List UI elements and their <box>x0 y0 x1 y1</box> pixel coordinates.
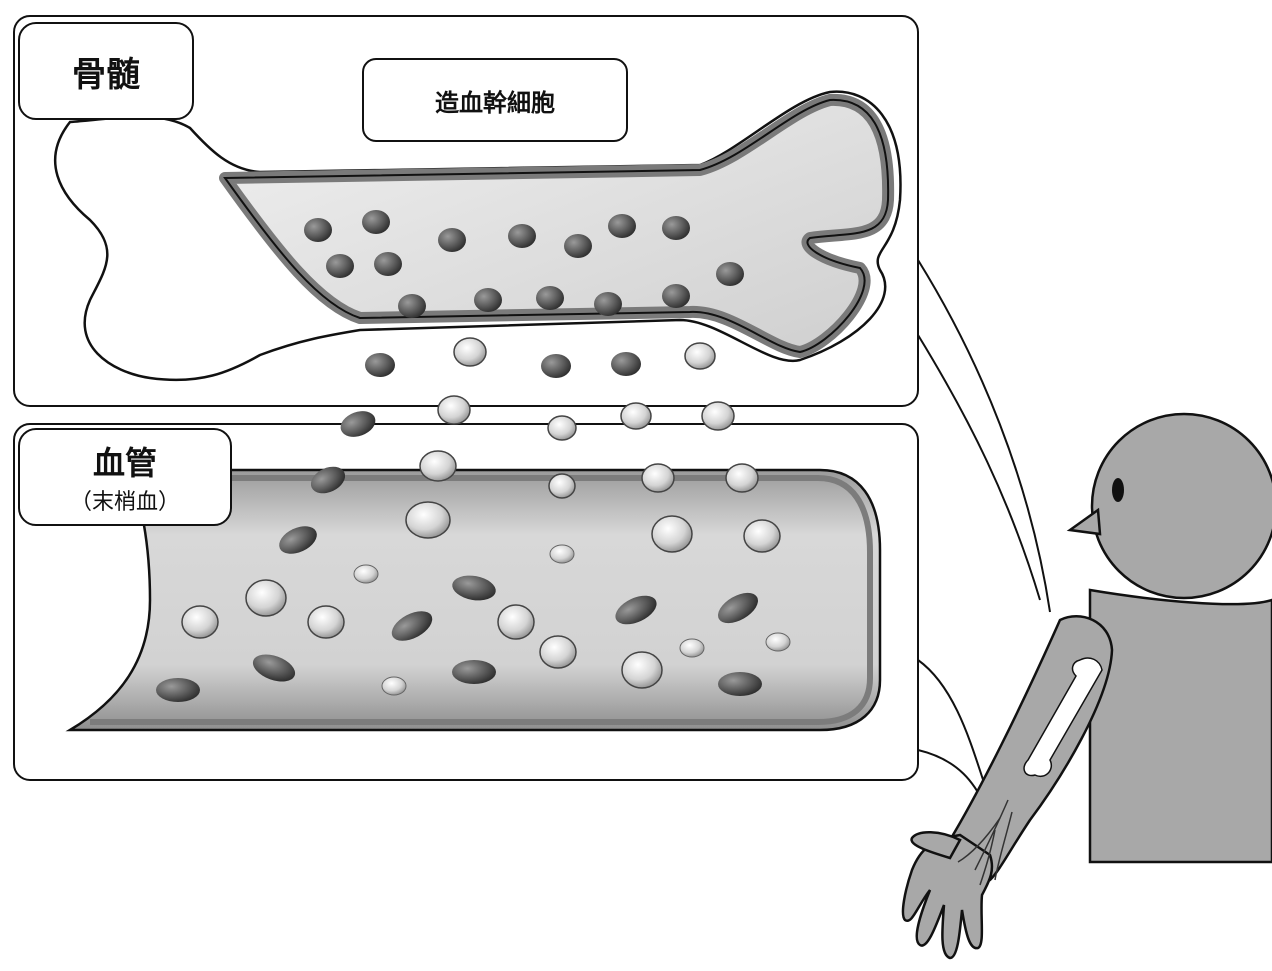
white-blood-cell <box>438 396 470 424</box>
person-eye <box>1112 478 1124 502</box>
red-blood-cell <box>156 678 200 702</box>
white-blood-cell <box>726 464 758 492</box>
white-blood-cell <box>685 343 715 369</box>
red-blood-cell <box>541 354 571 378</box>
callout-line-marrow <box>918 260 1050 612</box>
stem-cell <box>594 292 622 316</box>
white-blood-cell <box>622 652 662 688</box>
red-blood-cell <box>452 660 496 684</box>
stem-cell <box>304 218 332 242</box>
stem-cell <box>662 284 690 308</box>
platelet <box>550 545 574 563</box>
callout-line-vessel <box>918 660 990 800</box>
person-beak <box>1070 510 1100 534</box>
white-blood-cell <box>182 606 218 638</box>
platelet <box>766 633 790 651</box>
white-blood-cell <box>621 403 651 429</box>
red-blood-cell <box>365 353 395 377</box>
white-blood-cell <box>308 606 344 638</box>
stem-cell <box>508 224 536 248</box>
stem-cell <box>398 294 426 318</box>
label-vessel-text: 血管 <box>93 438 157 484</box>
white-blood-cell <box>420 451 456 481</box>
white-blood-cell <box>454 338 486 366</box>
stem-cell <box>474 288 502 312</box>
stem-cell <box>662 216 690 240</box>
label-stem-cell: 造血幹細胞 <box>362 58 628 142</box>
platelet <box>382 677 406 695</box>
white-blood-cell <box>548 416 576 440</box>
stem-cell <box>326 254 354 278</box>
white-blood-cell <box>642 464 674 492</box>
person-thumb <box>912 832 960 858</box>
stem-cell <box>438 228 466 252</box>
white-blood-cell <box>702 402 734 430</box>
red-blood-cell <box>611 352 641 376</box>
person-body <box>1090 590 1272 862</box>
white-blood-cell <box>549 474 575 498</box>
red-blood-cell <box>718 672 762 696</box>
platelet <box>354 565 378 583</box>
stem-cell <box>536 286 564 310</box>
stem-cell <box>608 214 636 238</box>
white-blood-cell <box>744 520 780 552</box>
label-bone-marrow-text: 骨髄 <box>72 47 140 96</box>
stem-cell <box>374 252 402 276</box>
white-blood-cell <box>540 636 576 668</box>
stem-cell <box>362 210 390 234</box>
white-blood-cell <box>652 516 692 552</box>
person-head <box>1092 414 1272 598</box>
platelet <box>680 639 704 657</box>
label-vessel: 血管 （末梢血） <box>18 428 232 526</box>
label-vessel-sub-text: （末梢血） <box>70 484 180 516</box>
stem-cell <box>716 262 744 286</box>
white-blood-cell <box>246 580 286 616</box>
stem-cell <box>564 234 592 258</box>
label-bone-marrow: 骨髄 <box>18 22 194 120</box>
white-blood-cell <box>498 605 534 639</box>
white-blood-cell <box>406 502 450 538</box>
label-stem-cell-text: 造血幹細胞 <box>435 83 555 118</box>
